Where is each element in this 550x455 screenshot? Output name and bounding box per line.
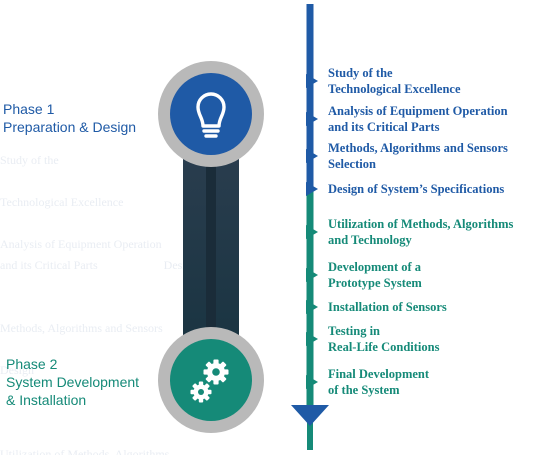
step-2-line-1: Analysis of Equipment Operation: [328, 104, 508, 118]
phase-1-title: Phase 1: [3, 101, 55, 117]
step-2-line-2: and its Critical Parts: [328, 120, 440, 134]
step-9-label: Final Development of the System: [328, 366, 548, 398]
step-4-label: Design of System’s Specifications: [328, 181, 548, 197]
step-5-marker: [306, 225, 318, 239]
step-2-marker: [306, 112, 318, 126]
step-3-marker: [306, 149, 318, 163]
step-9-line-1: Final Development: [328, 367, 430, 381]
step-1-label: Study of the Technological Excellence: [328, 65, 548, 97]
phase-2-subtitle-2: & Installation: [6, 392, 87, 408]
step-3-line-1: Methods, Algorithms and Sensors: [328, 141, 508, 155]
step-8-marker: [306, 332, 318, 346]
step-6-line-1: Development of a: [328, 260, 422, 274]
step-5-line-1: Utilization of Methods, Algorithms: [328, 217, 514, 231]
phase-connector-groove: [206, 140, 216, 340]
step-6-line-2: Prototype System: [328, 276, 422, 290]
step-1-marker: [306, 74, 318, 88]
phase-2-badge: [158, 327, 264, 433]
step-5-label: Utilization of Methods, Algorithms and T…: [328, 216, 548, 248]
step-7-label: Installation of Sensors: [328, 299, 548, 315]
step-9-line-2: of the System: [328, 383, 400, 397]
phase-1-subtitle: Preparation & Design: [3, 119, 137, 135]
step-3-line-2: Selection: [328, 157, 376, 171]
gears-icon: [190, 359, 229, 403]
phase-2-title: Phase 2: [6, 356, 58, 372]
step-8-label: Testing in Real-Life Conditions: [328, 323, 548, 355]
phase-2-label: Phase 2 System Development & Installatio…: [6, 355, 139, 409]
step-4-line-1: Design of System’s Specifications: [328, 182, 505, 196]
step-3-label: Methods, Algorithms and Sensors Selectio…: [328, 140, 548, 172]
phase-2-subtitle: System Development: [6, 374, 140, 390]
step-8-line-2: Real-Life Conditions: [328, 340, 440, 354]
faded-background-text: Study of the Technological Excellence Ph…: [0, 153, 238, 455]
step-6-label: Development of a Prototype System: [328, 259, 548, 291]
lightbulb-icon: [196, 92, 226, 138]
timeline-markers: [306, 74, 318, 389]
step-6-marker: [306, 268, 318, 282]
step-7-marker: [306, 300, 318, 314]
phase-1-badge: [158, 61, 264, 167]
step-2-label: Analysis of Equipment Operation and its …: [328, 103, 548, 135]
step-8-line-1: Testing in: [328, 324, 380, 338]
timeline-arrowhead: [291, 405, 329, 426]
step-7-line-1: Installation of Sensors: [328, 300, 447, 314]
step-5-line-2: and Technology: [328, 233, 412, 247]
phase-1-label: Phase 1 Preparation & Design: [3, 100, 136, 136]
step-9-marker: [306, 375, 318, 389]
step-1-line-1: Study of the: [328, 66, 393, 80]
step-1-line-2: Technological Excellence: [328, 82, 461, 96]
step-4-marker: [306, 182, 318, 196]
